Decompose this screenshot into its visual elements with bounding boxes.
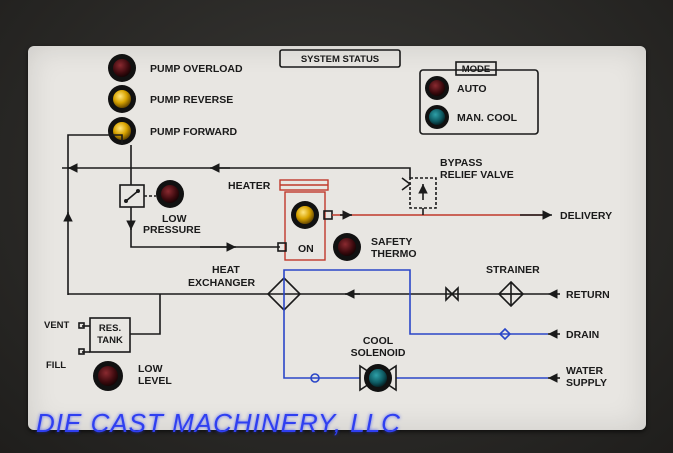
low-pressure-lamp	[161, 185, 179, 203]
heat-exchanger-label-2: EXCHANGER	[188, 277, 256, 289]
port-drain: DRAIN	[566, 329, 599, 341]
pump-reverse-indicator	[108, 85, 136, 113]
heater-body	[284, 191, 326, 261]
mode-man-cool-lamp	[429, 109, 445, 125]
mode-title-box	[455, 61, 497, 76]
low-level-label-2: LEVEL	[138, 375, 172, 387]
fill-label: FILL	[46, 360, 66, 371]
reservoir-tank	[89, 317, 131, 353]
pump-overload-indicator	[108, 54, 136, 82]
title-box	[279, 49, 401, 68]
pipe-left-loop	[67, 134, 123, 295]
pump-overload-lamp	[113, 59, 131, 77]
safety-thermo-label-1: SAFETY	[371, 236, 412, 248]
vent-label: VENT	[44, 320, 70, 331]
low-pressure-label-2: PRESSURE	[143, 224, 201, 236]
pump-forward-label: PUMP FORWARD	[150, 126, 238, 138]
pump-reverse-label: PUMP REVERSE	[150, 94, 233, 106]
pipe-to-tank	[130, 294, 161, 335]
pipe-bypass-return	[62, 167, 411, 178]
heater-label: HEATER	[228, 180, 271, 192]
pump-overload-label: PUMP OVERLOAD	[150, 63, 243, 75]
port-water-supply-1: WATER	[566, 365, 604, 377]
bypass-label-2: RELIEF VALVE	[440, 169, 514, 181]
pipe-drain	[283, 269, 548, 335]
bypass-valve	[409, 177, 437, 209]
heater-on-lamp	[296, 206, 314, 224]
safety-thermo-lamp	[338, 238, 356, 256]
heat-exchanger-label-1: HEAT	[212, 264, 240, 276]
res-tank-label-1: RES.	[99, 323, 121, 334]
port-delivery: DELIVERY	[560, 210, 612, 222]
pipe-water-a	[283, 310, 360, 379]
low-level-lamp	[98, 366, 118, 386]
panel-title: SYSTEM STATUS	[301, 54, 379, 65]
mode-auto-lamp	[429, 80, 445, 96]
mode-title: MODE	[462, 64, 491, 75]
cool-solenoid-label-1: COOL	[363, 335, 394, 347]
port-return: RETURN	[566, 289, 610, 301]
mode-auto-label: AUTO	[457, 83, 487, 95]
check-valve	[445, 286, 459, 302]
strainer-label: STRAINER	[486, 264, 540, 276]
safety-thermo-label-2: THERMO	[371, 248, 417, 260]
pump-reverse-lamp	[113, 90, 131, 108]
res-tank-label-2: TANK	[97, 335, 123, 346]
low-pressure-label-1: LOW	[162, 213, 187, 225]
cool-solenoid-label-2: SOLENOID	[351, 347, 406, 359]
cool-solenoid-lamp	[369, 369, 387, 387]
bypass-label-1: BYPASS	[440, 157, 482, 169]
mode-box	[419, 69, 539, 135]
low-level-label-1: LOW	[138, 363, 163, 375]
brand-watermark: DIE CAST MACHINERY, LLC	[36, 408, 401, 438]
port-water-supply-2: SUPPLY	[566, 377, 607, 389]
mode-man-cool-label: MAN. COOL	[457, 112, 518, 124]
heater-on-label: ON	[298, 243, 314, 255]
